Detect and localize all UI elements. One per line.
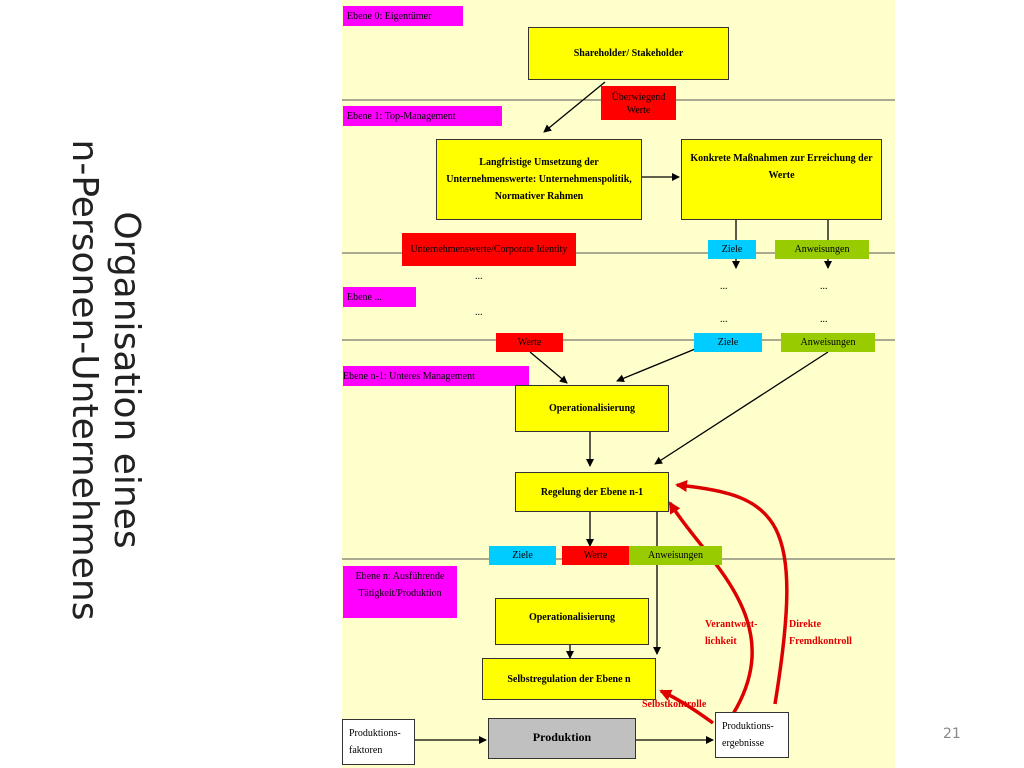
ellipsis-3: ... — [820, 281, 828, 292]
level-0-label: Ebene 0: Eigentümer — [343, 6, 463, 26]
ziele-box-1: Ziele — [708, 240, 756, 259]
ziele-box-2: Ziele — [694, 333, 762, 352]
ellipsis-5: ... — [720, 314, 728, 325]
ellipsis-4: ... — [475, 307, 483, 318]
flow-arrows — [415, 81, 832, 744]
langfristige-umsetzung-box: Langfristige Umsetzung der Unternehmensw… — [436, 139, 642, 220]
ueberwiegend-werte-box: Überwiegend Werte — [601, 86, 676, 120]
level-n-1-label: Ebene n-1: Unteres Management — [343, 366, 529, 386]
ziele-box-3: Ziele — [489, 546, 556, 565]
unternehmenswerte-box: Unternehmenswerte/Corporate Identity — [402, 233, 576, 266]
level-n-label: Ebene n: Ausführende Tätigkeit/Produktio… — [343, 566, 457, 618]
produktionsergebnisse-box: Produktions-ergebnisse — [715, 712, 789, 758]
level-x-label: Ebene ... — [343, 287, 416, 307]
anweisungen-box-2: Anweisungen — [781, 333, 875, 352]
operationalisierung-box-1: Operationalisierung — [515, 385, 669, 432]
produktionsfaktoren-box: Produktions-faktoren — [342, 719, 415, 765]
page-number: 21 — [943, 726, 961, 742]
regelung-box: Regelung der Ebene n-1 — [515, 472, 669, 512]
verantwortlichkeit-label: Verantwort-lichkeit — [705, 619, 758, 647]
anweisungen-box-3: Anweisungen — [629, 546, 722, 565]
anweisungen-box-1: Anweisungen — [775, 240, 869, 259]
shareholder-box: Shareholder/ Stakeholder — [528, 27, 729, 80]
selbstkontrolle-label: Selbstkontrolle — [642, 699, 707, 710]
ellipsis-6: ... — [820, 314, 828, 325]
feedback-arrows — [659, 479, 789, 725]
fremdkontrolle-label: Direkte Fremdkontroll — [789, 619, 852, 647]
level-1-label: Ebene 1: Top-Management — [343, 106, 502, 126]
ellipsis-2: ... — [720, 281, 728, 292]
produktion-box: Produktion — [488, 718, 636, 759]
operationalisierung-box-2: Operationalisierung — [495, 598, 649, 645]
ellipsis-1: ... — [475, 271, 483, 282]
werte-box-3: Werte — [562, 546, 629, 565]
konkrete-massnahmen-box: Konkrete Maßnahmen zur Erreichung der We… — [681, 139, 882, 220]
werte-box-2: Werte — [496, 333, 563, 352]
selbstregulation-box: Selbstregulation der Ebene n — [482, 658, 656, 700]
